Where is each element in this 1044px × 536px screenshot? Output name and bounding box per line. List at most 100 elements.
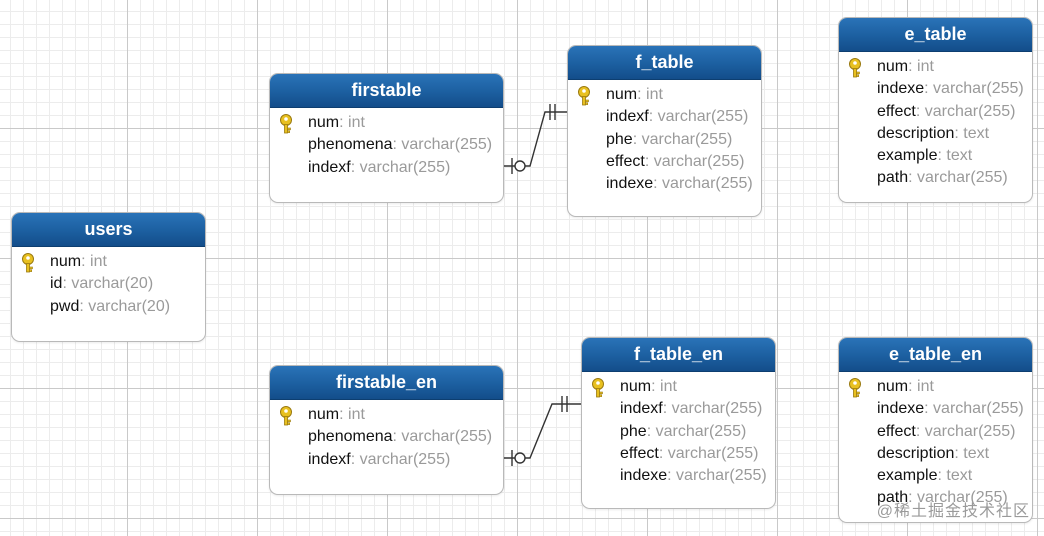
field-row[interactable]: effect: varchar(255) xyxy=(839,101,1032,123)
field-name: effect xyxy=(877,422,916,440)
field-row[interactable]: effect: varchar(255) xyxy=(582,443,775,465)
field-name: effect xyxy=(877,102,916,120)
field-separator: : xyxy=(62,275,72,293)
field-row[interactable]: indexe: varchar(255) xyxy=(839,78,1032,100)
field-row[interactable]: effect: varchar(255) xyxy=(568,151,761,173)
field-row[interactable]: num: int xyxy=(12,251,205,273)
field-row[interactable]: num: int xyxy=(582,376,775,398)
field-name: num xyxy=(50,253,82,270)
field-row[interactable]: description: text xyxy=(839,123,1032,145)
field-row[interactable]: num: int xyxy=(270,404,503,426)
field-type: varchar(255) xyxy=(662,175,753,193)
field-row[interactable]: description: text xyxy=(839,443,1032,465)
field-row[interactable]: phe: varchar(255) xyxy=(568,129,761,151)
field-separator: : xyxy=(908,378,918,395)
field-row[interactable]: indexf: varchar(255) xyxy=(270,157,503,179)
field-name: indexf xyxy=(308,158,351,176)
field-row[interactable]: phe: varchar(255) xyxy=(582,421,775,443)
field-separator: : xyxy=(392,428,402,446)
field-name: num xyxy=(620,378,652,395)
table-title: f_table xyxy=(568,46,761,80)
field-row[interactable]: num: int xyxy=(839,376,1032,398)
field-row[interactable]: phenomena: varchar(255) xyxy=(270,134,503,156)
watermark: @稀土掘金技术社区 xyxy=(876,503,1030,520)
primary-key-icon xyxy=(20,253,36,273)
table-title: f_table_en xyxy=(582,338,775,372)
field-row[interactable]: indexf: varchar(255) xyxy=(270,449,503,471)
field-separator: : xyxy=(646,422,656,440)
field-type: int xyxy=(348,114,365,131)
field-type: varchar(255) xyxy=(671,400,763,418)
field-name: indexf xyxy=(620,400,663,418)
field-type: text xyxy=(946,467,973,485)
field-name: num xyxy=(606,86,638,103)
field-row[interactable]: indexf: varchar(255) xyxy=(568,106,761,128)
field-row[interactable]: path: varchar(255) xyxy=(839,487,1032,509)
table-title: users xyxy=(12,213,205,247)
field-row[interactable]: indexe: varchar(255) xyxy=(839,398,1032,420)
field-row[interactable]: indexf: varchar(255) xyxy=(582,398,775,420)
field-name: indexe xyxy=(620,467,668,485)
field-row[interactable]: effect: varchar(255) xyxy=(839,421,1032,443)
field-separator: : xyxy=(937,147,947,165)
field-row[interactable]: pwd: varchar(20) xyxy=(12,296,205,318)
field-name: description xyxy=(877,444,955,462)
field-type: varchar(255) xyxy=(933,400,1024,418)
field-name: example xyxy=(877,147,938,165)
field-separator: : xyxy=(339,406,349,423)
field-name: num xyxy=(308,114,340,131)
field-type: text xyxy=(946,147,973,165)
field-row[interactable]: phenomena: varchar(255) xyxy=(270,426,503,448)
field-separator: : xyxy=(667,467,677,485)
field-separator: : xyxy=(915,422,925,440)
field-row[interactable]: id: varchar(20) xyxy=(12,273,205,295)
field-separator: : xyxy=(954,124,964,142)
field-name: indexe xyxy=(877,80,925,98)
field-row[interactable]: example: text xyxy=(839,465,1032,487)
field-row[interactable]: num: int xyxy=(568,84,761,106)
field-type: varchar(255) xyxy=(655,422,747,440)
primary-key-icon xyxy=(576,86,592,106)
field-name: example xyxy=(877,467,938,485)
relation-firstable-f_table xyxy=(503,104,568,174)
field-type: varchar(255) xyxy=(641,130,733,148)
field-type: varchar(20) xyxy=(71,275,154,293)
field-row[interactable]: path: varchar(255) xyxy=(839,167,1032,189)
field-type: int xyxy=(348,406,365,423)
field-separator: : xyxy=(924,80,934,98)
field-separator: : xyxy=(648,108,658,126)
field-separator: : xyxy=(637,86,647,103)
field-type: int xyxy=(90,253,107,270)
field-name: description xyxy=(877,124,955,142)
field-row[interactable]: indexe: varchar(255) xyxy=(568,173,761,195)
field-name: indexf xyxy=(606,108,649,126)
field-row[interactable]: indexe: varchar(255) xyxy=(582,465,775,487)
table-title: e_table_en xyxy=(839,338,1032,372)
field-row[interactable]: example: text xyxy=(839,145,1032,167)
field-separator: : xyxy=(651,378,661,395)
field-name: num xyxy=(877,58,909,75)
field-separator: : xyxy=(644,152,654,170)
field-type: int xyxy=(917,58,934,75)
field-name: indexe xyxy=(877,400,925,418)
field-type: varchar(255) xyxy=(924,102,1016,120)
field-row[interactable]: num: int xyxy=(839,56,1032,78)
field-separator: : xyxy=(908,58,918,75)
field-type: varchar(255) xyxy=(933,80,1024,98)
field-name: phe xyxy=(620,422,647,440)
table-title: e_table xyxy=(839,18,1032,52)
primary-key-icon xyxy=(278,406,294,426)
field-row[interactable]: num: int xyxy=(270,112,503,134)
field-type: varchar(255) xyxy=(667,444,759,462)
